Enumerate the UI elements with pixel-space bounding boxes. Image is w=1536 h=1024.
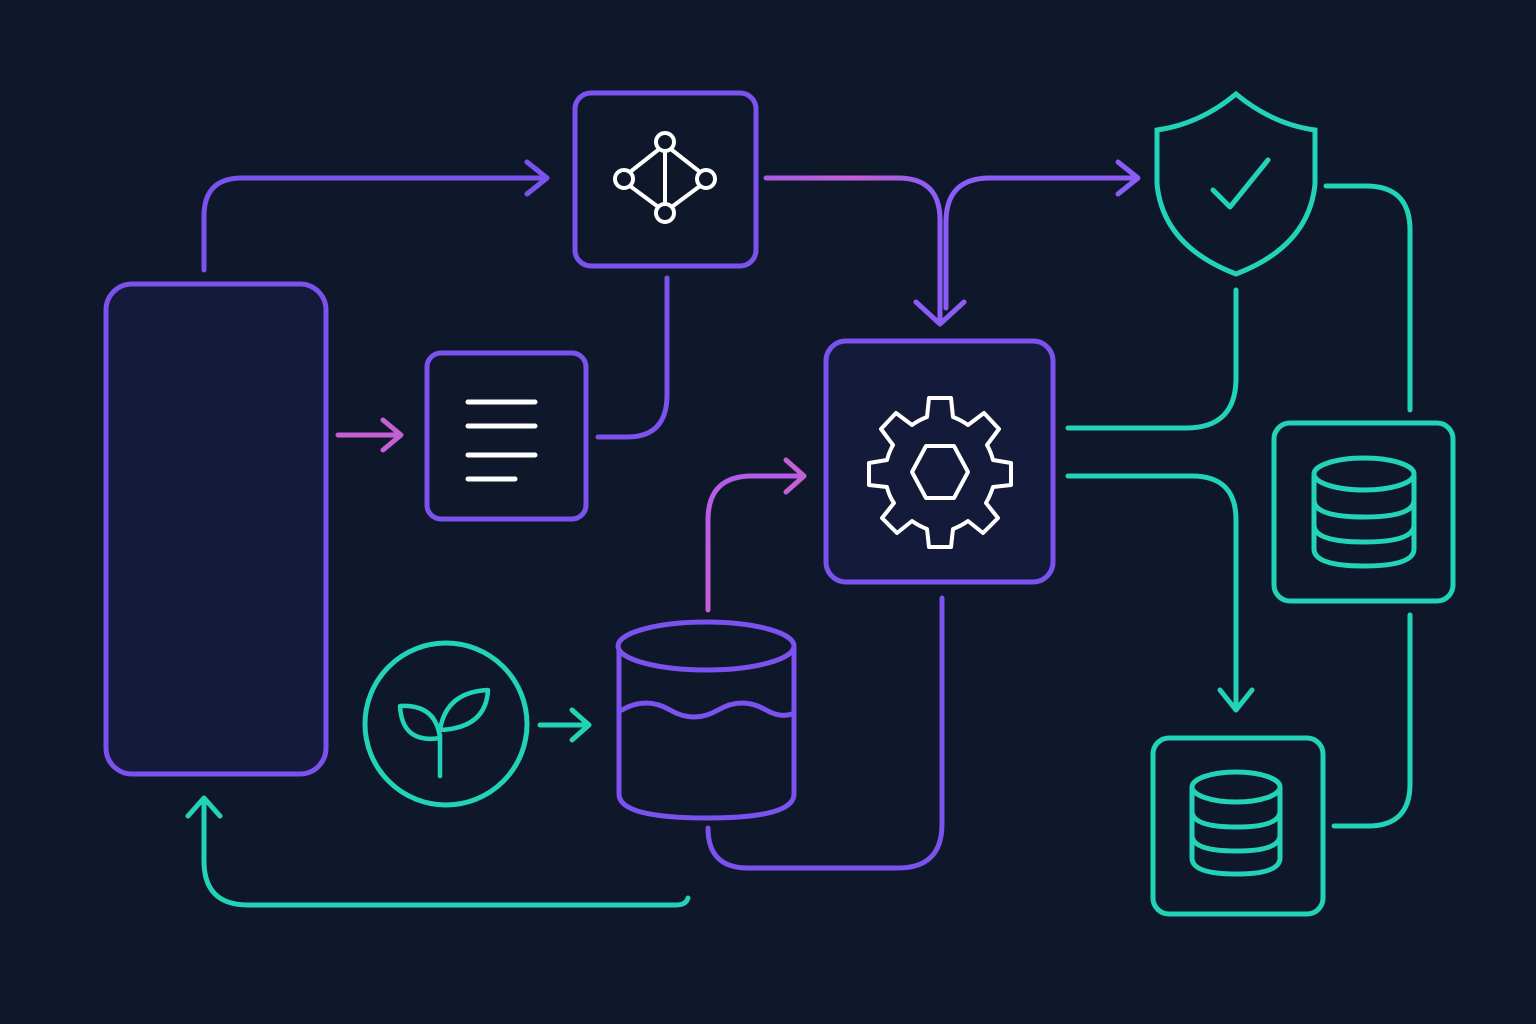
arrowhead-document — [380, 417, 404, 453]
connector-network-to-document — [595, 275, 670, 440]
document-lines-icon — [465, 399, 538, 482]
connector-lake-to-source — [201, 799, 691, 908]
arrowhead-network — [524, 159, 550, 197]
connector-network-to-processor — [763, 175, 943, 325]
arrowhead-source-bottom — [185, 795, 223, 819]
document-node — [424, 350, 589, 522]
shield-node — [1154, 90, 1318, 277]
connector-shield-to-database-right — [1323, 183, 1413, 413]
database-icon — [1189, 769, 1283, 877]
connector-processor-to-lake — [705, 595, 945, 871]
processor-node — [823, 338, 1056, 585]
arrowhead-processor-top — [913, 299, 967, 327]
connectors — [185, 159, 1413, 908]
database-node-right — [1271, 420, 1456, 604]
database-icon — [1311, 455, 1417, 569]
connector-processor-to-shield — [943, 175, 1139, 311]
shield-check-icon — [1210, 157, 1271, 210]
connector-lake-to-processor — [705, 473, 805, 613]
lake-node — [615, 619, 797, 821]
arrowhead-lake — [569, 707, 592, 743]
arrowhead-shield — [1115, 159, 1141, 197]
connector-source-to-network — [201, 175, 548, 273]
seed-node — [362, 640, 530, 808]
network-node — [572, 90, 759, 269]
arrowhead-database-bottom — [1217, 687, 1255, 713]
database-node-bottom — [1150, 735, 1326, 917]
connector-processor-to-database-bottom — [1065, 473, 1239, 711]
connector-processor-to-shield-bottom — [1065, 287, 1239, 431]
arrowhead-processor-left — [783, 457, 807, 495]
network-graph-icon — [613, 131, 717, 224]
sprout-icon — [397, 687, 491, 779]
connector-database-right-to-bottom — [1331, 612, 1413, 829]
source-panel — [103, 281, 329, 777]
gear-icon — [867, 396, 1013, 549]
water-cylinder-icon — [619, 700, 795, 720]
